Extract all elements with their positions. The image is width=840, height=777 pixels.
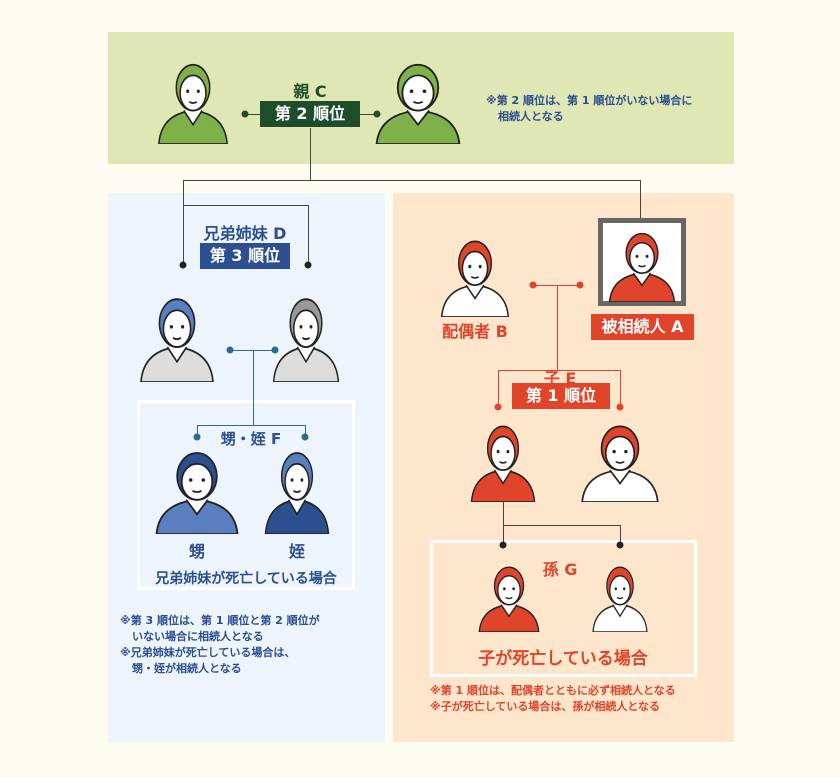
connector-dot <box>494 403 502 411</box>
connector-dot <box>576 281 584 289</box>
spouse-figure <box>438 233 512 318</box>
connector-dot <box>304 261 312 269</box>
grandchild-girl-figure <box>476 560 542 633</box>
grandchildren-label: 孫 G <box>542 560 578 579</box>
connector-dot <box>616 541 624 549</box>
note-line: ※子が死亡している場合は、孫が相続人となる <box>430 700 661 713</box>
parent-note: ※第 2 順位は、第 1 順位がいない場合に 相続人となる <box>486 93 692 125</box>
connector-dot <box>193 433 201 441</box>
connector-line <box>640 180 641 220</box>
connector-line <box>183 180 641 181</box>
connector-dot <box>179 261 187 269</box>
connector-dot <box>616 403 624 411</box>
rank-1-badge: 第 1 順位 <box>512 383 610 409</box>
connector-dot <box>373 110 381 118</box>
connector-dot <box>271 346 279 354</box>
deceased-figure <box>606 226 678 303</box>
siblings-panel <box>108 193 385 742</box>
note-line: 甥・姪が相続人となる <box>132 662 242 675</box>
person-icon <box>581 425 659 503</box>
connector-line <box>503 525 620 526</box>
note-line: ※第 1 順位は、配偶者とともに必ず相続人となる <box>430 684 676 697</box>
note-line: ※兄弟姉妹が死亡している場合は、 <box>120 646 296 659</box>
child-daughter-figure <box>468 418 538 503</box>
connector-line <box>245 114 260 115</box>
connector-line <box>310 128 311 180</box>
person-icon <box>264 452 330 535</box>
connector-line <box>498 370 499 407</box>
siblings-label: 兄弟姉妹 D <box>203 224 287 243</box>
connector-dot <box>226 346 234 354</box>
children-deceased-condition: 子が死亡している場合 <box>478 649 648 669</box>
connector-dot <box>529 281 537 289</box>
person-icon <box>470 425 536 503</box>
person-icon <box>608 232 676 303</box>
rank-3-badge: 第 3 順位 <box>200 243 290 269</box>
sibling-brother-figure <box>137 290 217 383</box>
connector-dot <box>301 433 309 441</box>
nephew-figure <box>152 444 242 535</box>
person-icon <box>375 63 461 145</box>
note-line: いない場合に相続人となる <box>132 630 264 643</box>
rank-2-badge: 第 2 順位 <box>260 101 360 127</box>
note-line: ※第 3 順位は、第 1 順位と第 2 順位が <box>120 614 320 627</box>
person-icon <box>140 298 214 383</box>
siblings-deceased-condition: 兄弟姉妹が死亡している場合 <box>155 571 337 587</box>
nephew-niece-label: 甥・姪 F <box>220 430 282 448</box>
person-icon <box>478 566 540 633</box>
note-line: 相続人となる <box>498 110 564 123</box>
connector-line <box>498 370 620 371</box>
siblings-note: ※第 3 順位は、第 1 順位と第 2 順位が いない場合に相続人となる ※兄弟… <box>120 613 320 677</box>
child-son-figure <box>578 418 662 503</box>
nephew-niece-box <box>137 400 355 590</box>
parent-label: 親 C <box>293 82 327 101</box>
connector-line <box>557 285 558 370</box>
person-icon <box>440 240 510 318</box>
deceased-label: 被相続人 A <box>591 314 694 340</box>
connector-line <box>308 205 309 265</box>
connector-line <box>183 205 308 206</box>
parent-mother-figure <box>155 56 231 145</box>
sibling-sister-figure <box>270 290 342 383</box>
grandchildren-box <box>430 540 697 677</box>
connector-line <box>503 500 504 545</box>
person-icon <box>272 298 340 383</box>
connector-dot <box>499 541 507 549</box>
grandchild-boy-figure <box>590 560 650 633</box>
connector-line <box>360 114 377 115</box>
spouse-label: 配偶者 B <box>442 322 508 341</box>
children-note: ※第 1 順位は、配偶者とともに必ず相続人となる ※子が死亡している場合は、孫が… <box>430 683 676 715</box>
connector-line <box>620 525 621 545</box>
note-line: ※第 2 順位は、第 1 順位がいない場合に <box>486 94 693 107</box>
connector-line <box>197 425 305 426</box>
person-icon <box>155 452 239 535</box>
nephew-label: 甥 <box>188 542 206 561</box>
connector-line <box>230 350 275 351</box>
connector-dot <box>241 110 249 118</box>
connector-line <box>620 370 621 407</box>
connector-line <box>533 285 580 286</box>
person-icon <box>592 566 648 633</box>
connector-line <box>253 350 254 425</box>
person-icon <box>157 63 229 145</box>
connector-line <box>183 180 184 265</box>
parent-father-figure <box>372 56 464 145</box>
niece-figure <box>262 444 332 535</box>
niece-label: 姪 <box>288 542 306 561</box>
connector-line <box>197 425 198 437</box>
connector-line <box>305 425 306 437</box>
